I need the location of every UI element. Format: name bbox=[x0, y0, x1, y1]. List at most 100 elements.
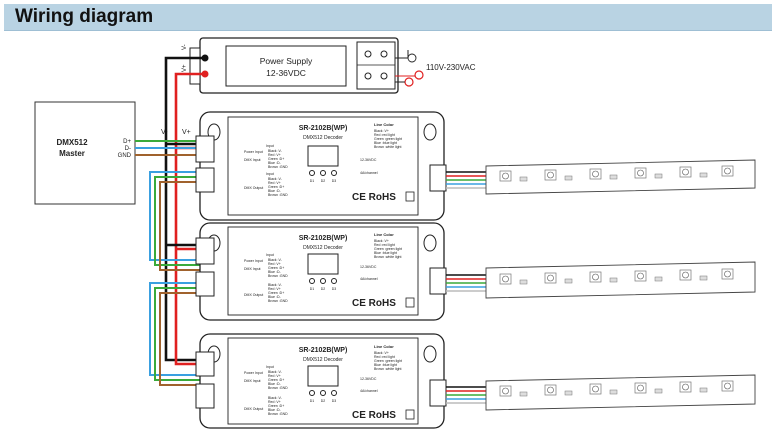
decoder-2-current: 4A/channel bbox=[360, 277, 378, 281]
decoder-2-subtitle: DMX512 Decoder bbox=[303, 245, 343, 251]
decoder-1-line-color-4: Blue :blue light bbox=[374, 141, 397, 145]
decoder-3-dmx-input: DMX Input bbox=[244, 379, 261, 383]
decoder-2-wire-out-1: Black :V- bbox=[268, 283, 283, 287]
decoder-1-wire-in-3: Green :D+ bbox=[268, 157, 284, 161]
decoder-3-voltage: 12-36VDC bbox=[360, 377, 377, 381]
decoder-2-voltage: 12-36VDC bbox=[360, 265, 377, 269]
decoder-1-input-label: Input bbox=[266, 144, 274, 148]
decoder-3-line-color-2: Red :red light bbox=[374, 355, 395, 359]
ps-label-1: Power Supply bbox=[260, 56, 313, 66]
decoder-2-wire-list-in: Black :V- Red :V+ Green :D+ Blue :D- Bro… bbox=[268, 258, 288, 278]
decoder-3-wire-in-3: Green :D+ bbox=[268, 378, 284, 382]
decoder-1-model: SR-2102B(WP) bbox=[299, 125, 348, 132]
decoder-3-wire-out-5: Brown :GND bbox=[268, 412, 288, 416]
decoder-2-line-color-3: Green :green light bbox=[374, 247, 402, 251]
decoder-3-wire-in-2: Red :V+ bbox=[268, 374, 281, 378]
output-wires-3 bbox=[446, 386, 488, 404]
decoder-2-ce-rohs: CE RoHS bbox=[352, 298, 396, 309]
decoder-1-line-colors: Black :V+ Red :red light Green :green li… bbox=[374, 129, 402, 149]
decoder-1-dial-1: D1 bbox=[310, 179, 315, 183]
decoder-1-line-color-3: Green :green light bbox=[374, 137, 402, 141]
decoder-3-wire-out-3: Green :D+ bbox=[268, 404, 284, 408]
page-title: Wiring diagram bbox=[15, 6, 154, 27]
decoder-1-wire-in-2: Red :V+ bbox=[268, 153, 281, 157]
decoder-1-wire-out-4: Blue :D- bbox=[268, 189, 281, 193]
decoder-1: SR-2102B(WP) DMX512 Decoder D1 D2 D3 Inp… bbox=[195, 111, 447, 221]
ac-input: 110V-230VAC bbox=[395, 50, 476, 87]
decoder-3-current: 4A/channel bbox=[360, 389, 378, 393]
led-strip-2 bbox=[485, 261, 756, 299]
decoder-2-dial-1: D1 bbox=[310, 287, 315, 291]
decoder-2-dial-3: D3 bbox=[332, 287, 337, 291]
bus-label-v-plus: V+ bbox=[182, 129, 191, 136]
output-wires-1 bbox=[446, 171, 488, 189]
decoder-3-model: SR-2102B(WP) bbox=[299, 347, 348, 354]
dmx-pin-dminus: D- bbox=[125, 146, 131, 152]
dmx-master-label-2: Master bbox=[59, 149, 85, 158]
led-strip-3 bbox=[485, 374, 756, 411]
decoder-1-wire-out-1: Black :V- bbox=[268, 177, 283, 181]
decoder-3-wire-list-out: Black :V- Red :V+ Green :D+ Blue :D- Bro… bbox=[268, 396, 288, 416]
decoder-1-wire-out-2: Red :V+ bbox=[268, 181, 281, 185]
decoder-1-wire-list-in: Black :V- Red :V+ Green :D+ Blue :D- Bro… bbox=[268, 149, 288, 169]
decoder-3-wire-out-2: Red :V+ bbox=[268, 400, 281, 404]
decoder-1-wire-in-4: Blue :D- bbox=[268, 161, 281, 165]
decoder-2-input-label: Input bbox=[266, 253, 274, 257]
ps-label-2: 12-36VDC bbox=[266, 68, 306, 78]
decoder-3: SR-2102B(WP) DMX512 Decoder D1 D2 D3 Inp… bbox=[195, 333, 447, 429]
decoder-1-line-color-1: Black :V+ bbox=[374, 129, 389, 133]
decoder-1-wire-list-out: Black :V- Red :V+ Green :D+ Blue :D- Bro… bbox=[268, 177, 288, 197]
decoder-2-line-colors: Black :V+ Red :red light Green :green li… bbox=[374, 239, 402, 259]
dmx-chain-2 bbox=[149, 282, 214, 386]
decoder-3-dial-3: D3 bbox=[332, 399, 337, 403]
decoder-2-wire-out-5: Brown :GND bbox=[268, 299, 288, 303]
decoder-1-line-color-5: Brown :white light bbox=[374, 145, 401, 149]
dmx-master: DMX512 Master D+ D- GND bbox=[34, 101, 136, 205]
power-supply: Power Supply 12-36VDC V- V+ bbox=[182, 37, 399, 94]
decoder-1-wire-out-5: Brown :GND bbox=[268, 193, 288, 197]
decoder-3-wire-out-1: Black :V- bbox=[268, 396, 283, 400]
decoder-2-wire-in-1: Black :V- bbox=[268, 258, 283, 262]
decoder-3-power-input: Power Input bbox=[244, 371, 263, 375]
decoder-1-dial-3: D3 bbox=[332, 179, 337, 183]
decoder-2-line-color-2: Red :red light bbox=[374, 243, 395, 247]
decoder-2: SR-2102B(WP) DMX512 Decoder D1 D2 D3 Inp… bbox=[195, 222, 447, 321]
decoder-3-line-color-title: Line Color bbox=[374, 344, 394, 349]
decoder-3-line-colors: Black :V+ Red :red light Green :green li… bbox=[374, 351, 402, 371]
decoder-3-line-color-1: Black :V+ bbox=[374, 351, 389, 355]
decoder-3-ce-rohs: CE RoHS bbox=[352, 410, 396, 421]
decoder-3-subtitle: DMX512 Decoder bbox=[303, 357, 343, 363]
decoder-1-voltage: 12-36VDC bbox=[360, 158, 377, 162]
decoder-2-wire-in-3: Green :D+ bbox=[268, 266, 284, 270]
led-strip-1 bbox=[485, 159, 756, 195]
decoder-1-line-color-title: Line Color bbox=[374, 122, 394, 127]
decoder-2-wire-out-2: Red :V+ bbox=[268, 287, 281, 291]
decoder-3-line-color-3: Green :green light bbox=[374, 359, 402, 363]
dmx-master-label-1: DMX512 bbox=[56, 138, 88, 147]
decoder-2-wire-in-2: Red :V+ bbox=[268, 262, 281, 266]
decoder-2-line-color-1: Black :V+ bbox=[374, 239, 389, 243]
output-wires-2 bbox=[446, 274, 488, 292]
decoder-2-wire-out-4: Blue :D- bbox=[268, 295, 281, 299]
decoder-3-wire-in-1: Black :V- bbox=[268, 370, 283, 374]
decoder-2-dmx-input: DMX Input bbox=[244, 267, 261, 271]
decoder-3-wire-in-4: Blue :D- bbox=[268, 382, 281, 386]
decoder-2-model: SR-2102B(WP) bbox=[299, 235, 348, 242]
dmx-pin-dplus: D+ bbox=[123, 139, 131, 145]
decoder-1-wire-in-1: Black :V- bbox=[268, 149, 283, 153]
decoder-1-dial-2: D2 bbox=[321, 179, 326, 183]
decoder-2-line-color-4: Blue :blue light bbox=[374, 251, 397, 255]
decoder-1-current: 4A/channel bbox=[360, 171, 378, 175]
decoder-2-line-color-5: Brown :white light bbox=[374, 255, 401, 259]
decoder-1-ce-rohs: CE RoHS bbox=[352, 192, 396, 203]
ac-label: 110V-230VAC bbox=[426, 63, 476, 72]
decoder-3-dmx-output: DMX Output bbox=[244, 407, 263, 411]
decoder-2-wire-in-5: Brown :GND bbox=[268, 274, 288, 278]
ps-v-minus: V- bbox=[182, 44, 188, 50]
decoder-1-dmx-output: DMX Output bbox=[244, 186, 263, 190]
decoder-2-line-color-title: Line Color bbox=[374, 232, 394, 237]
decoder-1-input-label-b: Input bbox=[266, 172, 274, 176]
decoder-1-power-input: Power Input bbox=[244, 150, 263, 154]
decoder-3-line-color-5: Brown :white light bbox=[374, 367, 401, 371]
